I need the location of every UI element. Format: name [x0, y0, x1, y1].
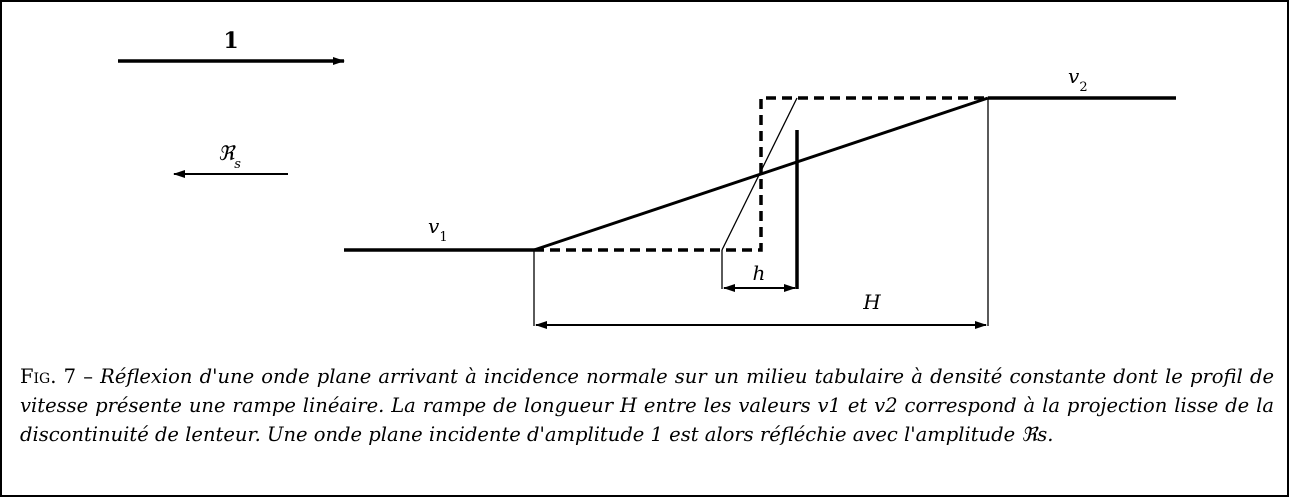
- incident-amplitude-label: 1: [223, 28, 238, 54]
- H-label: H: [862, 290, 881, 314]
- reflected-label: ℜs: [218, 141, 241, 172]
- smooth-profile-line: [721, 97, 798, 251]
- figure-caption: Fig. 7 – Réflexion d'une onde plane arri…: [20, 362, 1274, 449]
- v2-label: v2: [1068, 64, 1088, 95]
- caption-figure-label: Fig. 7 –: [20, 365, 101, 388]
- linear-ramp: [533, 96, 989, 252]
- h-label: h: [753, 261, 766, 285]
- dashed-step-profile: [534, 96, 988, 252]
- v1-label: v1: [428, 214, 448, 245]
- caption-text: Réflexion d'une onde plane arrivant à in…: [20, 365, 1274, 446]
